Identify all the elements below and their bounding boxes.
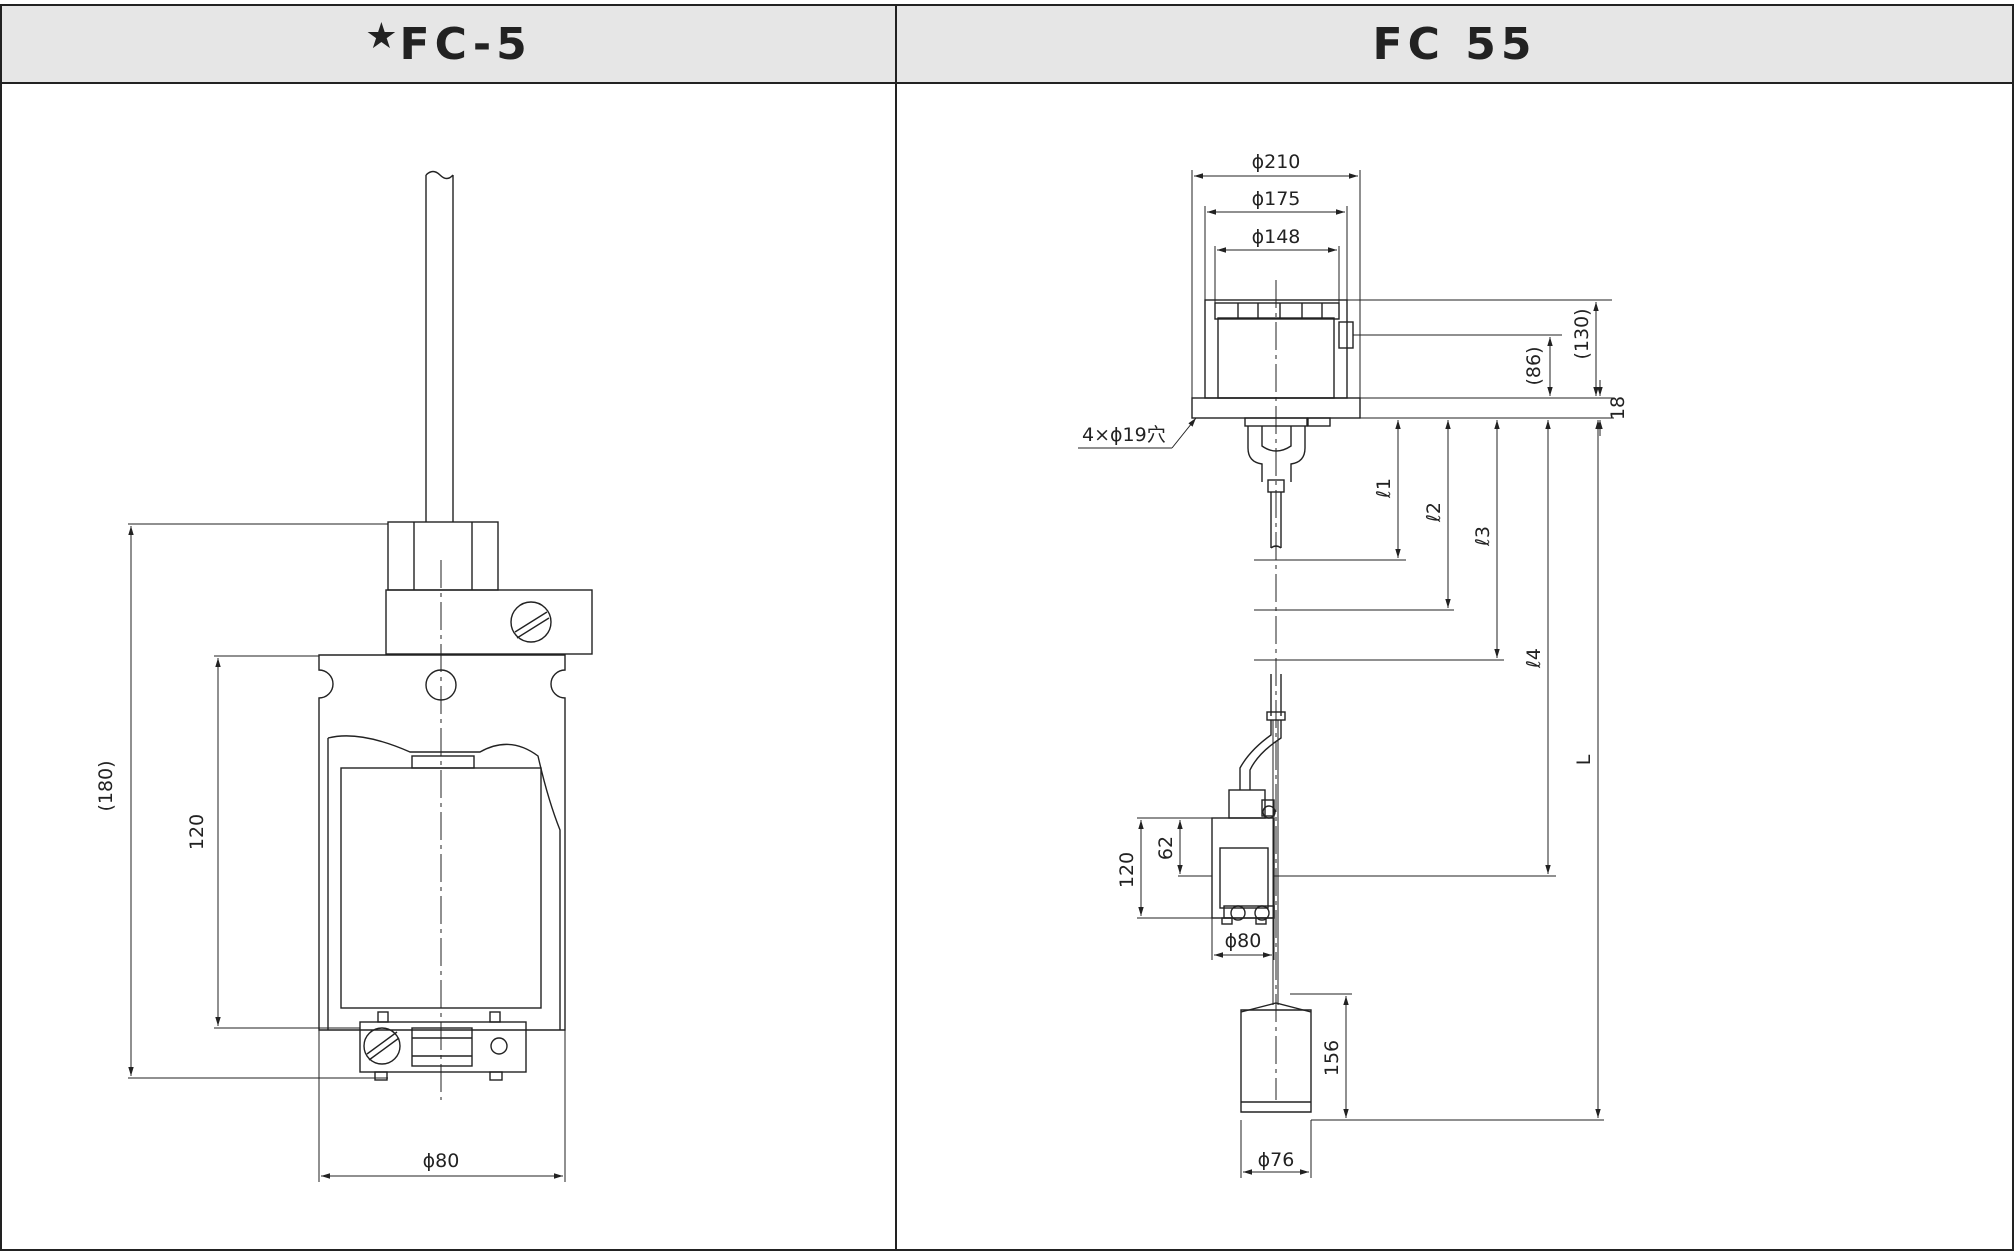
star-icon: ★ (365, 15, 398, 57)
fc55-dim-plate-18: 18 (1607, 396, 1629, 420)
fc5-dimension-labels: (180) 120 ϕ80 (95, 760, 459, 1172)
header-fc55-title: FC 55 (1372, 18, 1537, 70)
fc55-L: L (1573, 754, 1595, 765)
fc55-switch-height-120: 120 (1116, 852, 1138, 888)
fc55-drawing (1078, 170, 1614, 1178)
fc55-dim-height-130: (130) (1571, 308, 1593, 359)
fc55-dim-flange-dia: ϕ210 (1252, 151, 1301, 173)
header-fc55: FC 55 (897, 6, 2012, 82)
table-frame (0, 4, 2014, 1251)
fc55-dim-height-86: (86) (1523, 346, 1545, 385)
header-fc5: ★ FC-5 (2, 6, 895, 82)
fc55-switch-dia: ϕ80 (1225, 930, 1262, 952)
fc55-dim-bolt-circle: ϕ175 (1252, 188, 1301, 210)
fc55-l2: ℓ2 (1423, 502, 1445, 523)
fc5-dim-body-height: 120 (186, 814, 208, 850)
fc55-weight-height: 156 (1321, 1040, 1343, 1076)
fc55-weight-dia: ϕ76 (1258, 1149, 1295, 1171)
fc55-dim-housing-dia: ϕ148 (1252, 226, 1301, 248)
fc55-dimension-labels: ϕ210 ϕ175 ϕ148 (130) (86) 18 4×ϕ19穴 ℓ1 ℓ… (1082, 151, 1629, 1171)
fc5-dim-diameter: ϕ80 (423, 1150, 460, 1172)
header-fc5-title: FC-5 (399, 18, 532, 70)
fc5-dim-overall-height: (180) (95, 760, 117, 811)
fc55-holes-label: 4×ϕ19穴 (1082, 424, 1166, 446)
fc55-l4: ℓ4 (1523, 648, 1545, 669)
fc55-switch-height-62: 62 (1155, 836, 1177, 860)
fc55-l1: ℓ1 (1373, 478, 1395, 499)
fc55-l3: ℓ3 (1472, 526, 1494, 547)
fc5-drawing (128, 170, 593, 1182)
